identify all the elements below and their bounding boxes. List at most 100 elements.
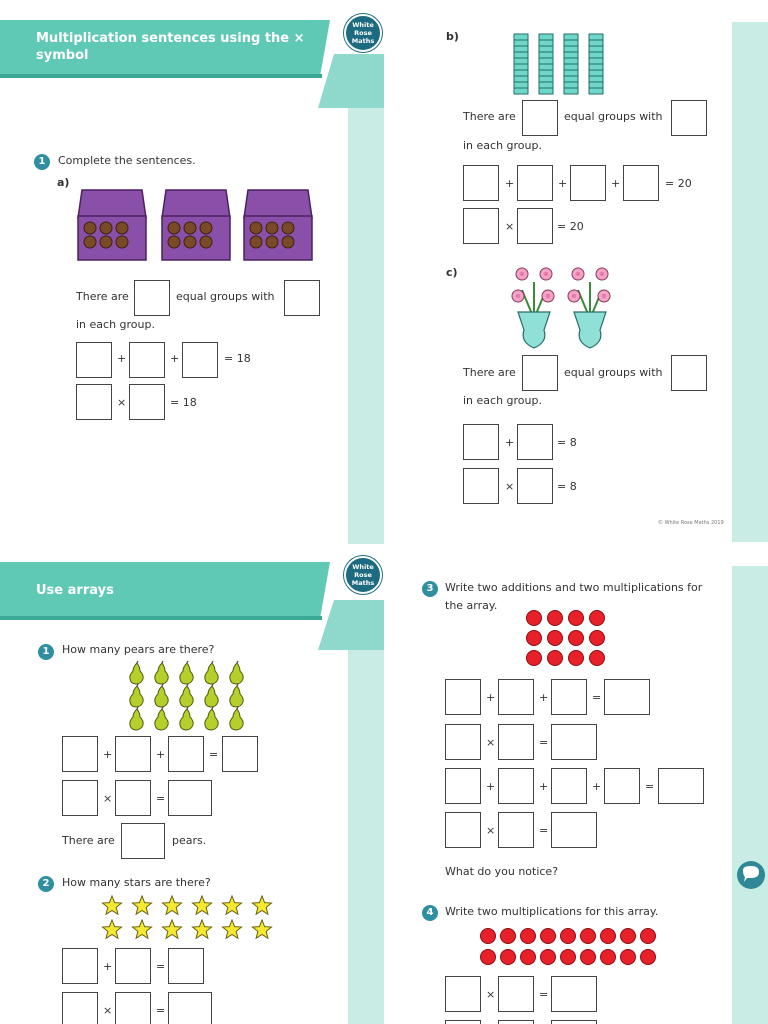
answer-box[interactable] bbox=[168, 780, 212, 816]
red-counter-icon bbox=[560, 928, 576, 944]
question-prompt: How many stars are there? bbox=[62, 876, 211, 889]
question-prompt: How many pears are there? bbox=[62, 643, 215, 656]
answer-box[interactable] bbox=[623, 165, 659, 201]
equals-sign: = bbox=[539, 988, 549, 1001]
answer-box[interactable] bbox=[517, 468, 553, 504]
answer-box[interactable] bbox=[517, 208, 553, 244]
answer-box[interactable] bbox=[498, 679, 534, 715]
banner-underline bbox=[0, 74, 322, 78]
answer-box[interactable] bbox=[76, 342, 112, 378]
answer-box[interactable] bbox=[129, 384, 165, 420]
answer-box[interactable] bbox=[658, 768, 704, 804]
answer-box[interactable] bbox=[522, 100, 558, 136]
answer-box[interactable] bbox=[115, 992, 151, 1024]
answer-box[interactable] bbox=[551, 724, 597, 760]
times-sign: × bbox=[117, 396, 127, 409]
panel-arrays-continued: 3 Write two additions and two multiplica… bbox=[384, 544, 768, 1024]
red-counter-icon bbox=[500, 949, 516, 965]
answer-box[interactable] bbox=[182, 342, 218, 378]
answer-box[interactable] bbox=[121, 823, 165, 859]
answer-box[interactable] bbox=[498, 724, 534, 760]
answer-box[interactable] bbox=[62, 948, 98, 984]
question-number: 1 bbox=[38, 644, 54, 660]
plus-sign: + bbox=[539, 780, 549, 793]
answer-box[interactable] bbox=[62, 736, 98, 772]
tens-rod-icon bbox=[538, 33, 554, 95]
answer-box[interactable] bbox=[168, 736, 204, 772]
answer-box[interactable] bbox=[445, 724, 481, 760]
answer-box[interactable] bbox=[62, 992, 98, 1024]
answer-box[interactable] bbox=[445, 679, 481, 715]
answer-box[interactable] bbox=[222, 736, 258, 772]
pear-icon bbox=[204, 683, 219, 708]
chocolate-boxes-image bbox=[77, 189, 313, 261]
answer-box[interactable] bbox=[522, 355, 558, 391]
red-counter-icon bbox=[640, 949, 656, 965]
star-icon bbox=[222, 895, 242, 915]
star-icon bbox=[102, 919, 122, 939]
equation-result: = 18 bbox=[170, 396, 197, 409]
star-icon bbox=[222, 919, 242, 939]
answer-box[interactable] bbox=[129, 342, 165, 378]
answer-box[interactable] bbox=[445, 976, 481, 1012]
answer-box[interactable] bbox=[463, 165, 499, 201]
answer-box[interactable] bbox=[551, 1020, 597, 1024]
answer-box[interactable] bbox=[570, 165, 606, 201]
pears-text: pears. bbox=[172, 834, 207, 847]
answer-box[interactable] bbox=[671, 355, 707, 391]
equals-sign: = bbox=[539, 736, 549, 749]
answer-box[interactable] bbox=[445, 812, 481, 848]
answer-box[interactable] bbox=[498, 812, 534, 848]
answer-box[interactable] bbox=[604, 768, 640, 804]
answer-box[interactable] bbox=[134, 280, 170, 316]
speech-bubble-icon[interactable] bbox=[736, 860, 766, 890]
red-counter-icon bbox=[540, 928, 556, 944]
red-counter-icon bbox=[526, 650, 542, 666]
answer-box[interactable] bbox=[284, 280, 320, 316]
answer-box[interactable] bbox=[62, 780, 98, 816]
question-number: 3 bbox=[422, 581, 438, 597]
plus-sign: + bbox=[611, 177, 621, 190]
answer-box[interactable] bbox=[551, 679, 587, 715]
answer-box[interactable] bbox=[445, 768, 481, 804]
answer-box[interactable] bbox=[168, 992, 212, 1024]
red-counters-array-2x9 bbox=[480, 928, 656, 965]
plus-sign: + bbox=[505, 177, 515, 190]
answer-box[interactable] bbox=[671, 100, 707, 136]
red-counter-icon bbox=[568, 650, 584, 666]
equals-sign: = bbox=[156, 960, 166, 973]
answer-box[interactable] bbox=[551, 768, 587, 804]
answer-box[interactable] bbox=[445, 1020, 481, 1024]
side-band bbox=[348, 100, 384, 544]
plus-sign: + bbox=[539, 691, 549, 704]
question-prompt: Complete the sentences. bbox=[58, 154, 196, 167]
answer-box[interactable] bbox=[463, 208, 499, 244]
red-counter-icon bbox=[640, 928, 656, 944]
answer-box[interactable] bbox=[168, 948, 204, 984]
red-counter-icon bbox=[589, 650, 605, 666]
answer-box[interactable] bbox=[463, 468, 499, 504]
plus-sign: + bbox=[505, 436, 515, 449]
side-band bbox=[348, 634, 384, 1024]
answer-box[interactable] bbox=[115, 780, 151, 816]
pear-icon bbox=[154, 706, 169, 731]
answer-box[interactable] bbox=[517, 424, 553, 460]
answer-box[interactable] bbox=[76, 384, 112, 420]
equation-result: = 8 bbox=[557, 480, 577, 493]
chocolate-box-icon bbox=[243, 189, 313, 261]
times-sign: × bbox=[505, 220, 515, 233]
answer-box[interactable] bbox=[115, 736, 151, 772]
answer-box[interactable] bbox=[551, 976, 597, 1012]
answer-box[interactable] bbox=[551, 812, 597, 848]
answer-box[interactable] bbox=[463, 424, 499, 460]
pear-icon bbox=[154, 660, 169, 685]
answer-box[interactable] bbox=[498, 1020, 534, 1024]
answer-box[interactable] bbox=[604, 679, 650, 715]
question-prompt: the array. bbox=[445, 599, 498, 612]
red-counter-icon bbox=[589, 610, 605, 626]
answer-box[interactable] bbox=[115, 948, 151, 984]
answer-box[interactable] bbox=[498, 976, 534, 1012]
answer-box[interactable] bbox=[517, 165, 553, 201]
answer-box[interactable] bbox=[498, 768, 534, 804]
pear-icon bbox=[129, 706, 144, 731]
